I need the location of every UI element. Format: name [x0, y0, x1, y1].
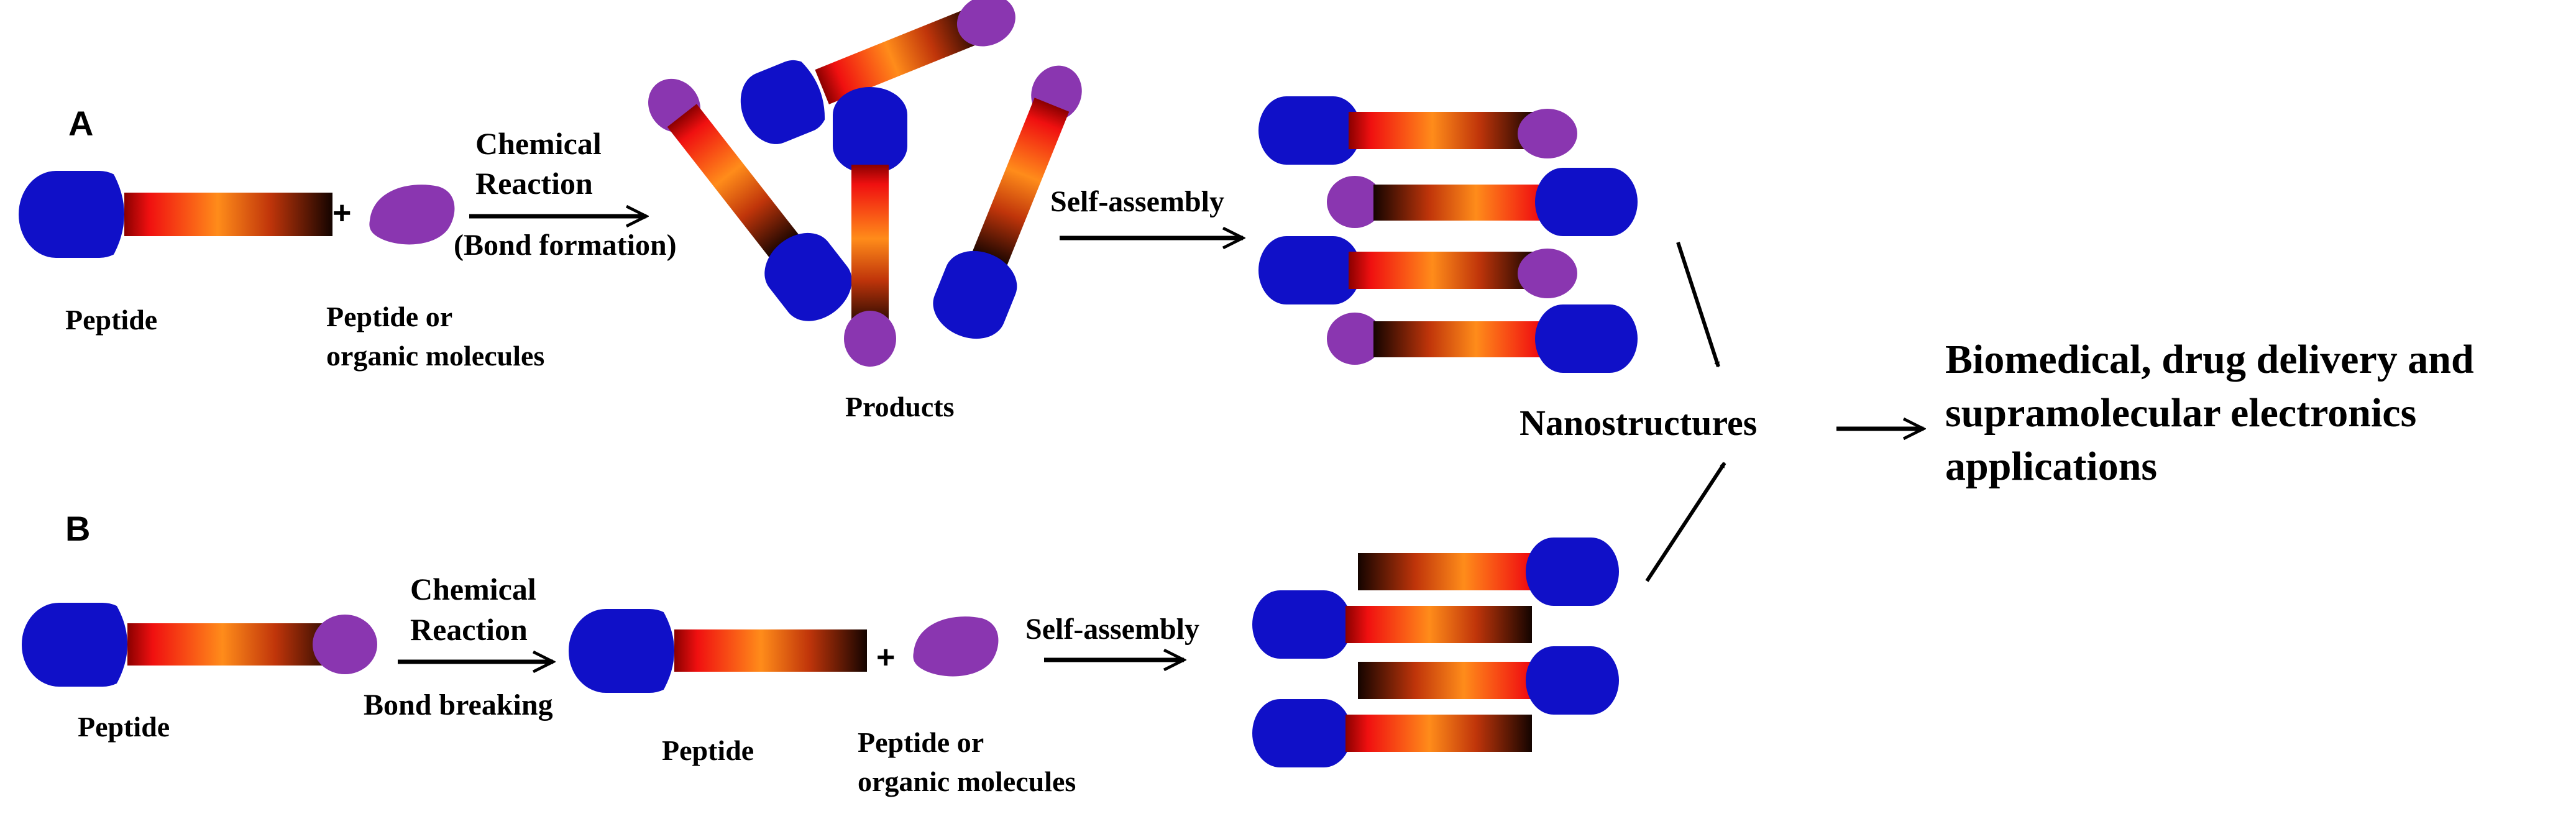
section-a-molecule-label-line2: organic molecules [326, 340, 544, 372]
section-a-products-label: Products [845, 391, 955, 423]
section-b-letter: B [65, 509, 90, 548]
section-a-assembly-label: Self-assembly [1050, 185, 1224, 218]
applications-line1: Biomedical, drug delivery and [1945, 337, 2474, 382]
section-b-molecule [913, 616, 999, 677]
section-a-peptide [19, 171, 332, 258]
section-b-molecule-label-line1: Peptide or [858, 726, 984, 758]
arrow-a-to-nanostructures [1676, 242, 1720, 368]
section-b-peptide-label: Peptide [78, 711, 170, 743]
section-b-nanostructure [1252, 538, 1619, 767]
product-left [648, 78, 852, 321]
section-a-reaction-line2: Reaction [475, 166, 593, 201]
section-b-reaction-line2: Reaction [410, 612, 528, 647]
applications-line2: supramolecular electronics [1945, 390, 2416, 436]
product-top [740, 0, 1015, 144]
product-middle [833, 87, 907, 367]
section-b-peptide-label-2: Peptide [662, 734, 754, 766]
section-b-reaction-line3: Bond breaking [364, 689, 553, 721]
section-a-molecule [369, 185, 455, 245]
section-a-products [648, 0, 1082, 367]
section-b-molecule-label-line2: organic molecules [858, 766, 1076, 797]
section-a-letter: A [68, 104, 93, 143]
section-b-peptide [569, 609, 867, 693]
section-a-peptide-label: Peptide [65, 304, 157, 336]
section-b-reaction-line1: Chemical [410, 572, 536, 606]
arrow-b-to-nanostructures [1645, 462, 1726, 582]
section-a-plus: + [332, 195, 351, 231]
applications-line3: applications [1945, 444, 2157, 489]
nanostructures-label: Nanostructures [1519, 403, 1757, 443]
section-a-reaction-line3: (Bond formation) [454, 229, 677, 262]
section-b-peptide-conjugate [22, 603, 377, 687]
section-a-molecule-label-line1: Peptide or [326, 301, 452, 332]
section-a-nanostructure [1258, 96, 1638, 373]
section-b-plus: + [876, 639, 895, 675]
product-right [933, 65, 1082, 339]
section-b-assembly-label: Self-assembly [1025, 613, 1199, 646]
section-a-reaction-line1: Chemical [475, 126, 602, 161]
